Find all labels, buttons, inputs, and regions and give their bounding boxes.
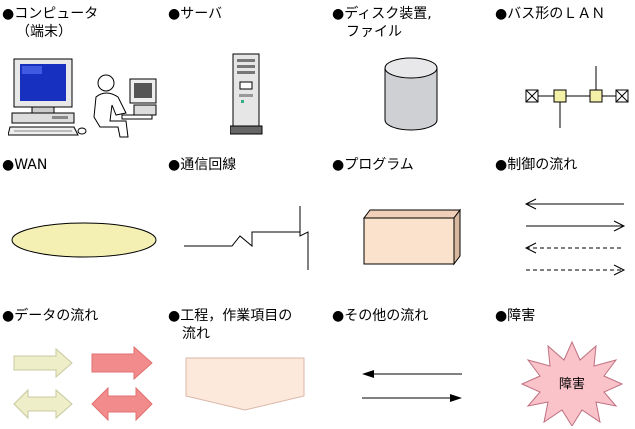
disk-cylinder-icon	[382, 56, 440, 134]
legend-label-process: ●工程，作業項目の 流れ	[168, 308, 293, 342]
legend-label-fault: ●障害	[495, 308, 536, 324]
legend-label-wan: ●WAN	[2, 157, 48, 173]
wan-ellipse-icon	[10, 220, 158, 260]
legend-label-bus-lan: ●バス形のＬＡＮ	[495, 6, 606, 22]
communication-line-icon	[182, 202, 322, 272]
legend-label-server: ●サーバ	[168, 6, 223, 22]
server-icon	[230, 52, 264, 136]
data-flow-arrows-icon	[12, 346, 157, 424]
fault-badge-text: 障害	[559, 377, 586, 392]
legend-label-computer: ●コンピュータ （端末）	[2, 6, 99, 40]
other-flow-arrows-icon	[360, 366, 466, 406]
program-box-icon	[360, 208, 466, 268]
bus-lan-icon	[520, 66, 630, 130]
legend-label-data-flow: ●データの流れ	[2, 308, 99, 324]
legend-label-disk: ●ディスク装置, ファイル	[332, 6, 432, 40]
legend-label-other-flow: ●その他の流れ	[332, 308, 429, 324]
computer-terminal-icon	[8, 55, 158, 140]
legend-label-comm-line: ●通信回線	[168, 157, 237, 173]
legend-label-control-flow: ●制御の流れ	[495, 157, 578, 173]
control-flow-arrows-icon	[522, 196, 628, 276]
legend-label-program: ●プログラム	[332, 157, 414, 173]
fault-starburst-icon	[520, 340, 624, 426]
process-pentagon-icon	[184, 356, 308, 414]
